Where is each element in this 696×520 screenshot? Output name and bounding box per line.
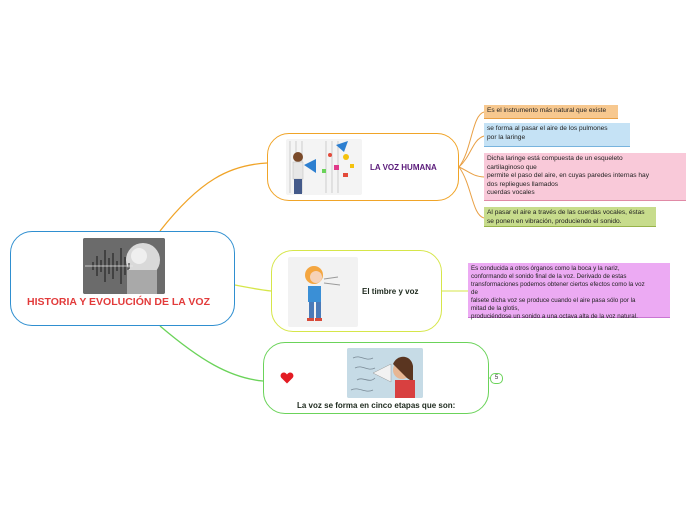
- note-laringe[interactable]: Dicha laringe está compuesta de un esque…: [484, 153, 686, 201]
- link-b1-n3: [458, 166, 485, 178]
- branch-el-timbre-y-voz[interactable]: El timbre y voz: [271, 250, 442, 332]
- branch-cinco-etapas[interactable]: La voz se forma en cinco etapas que son:: [263, 342, 489, 414]
- link-b1-n4: [458, 166, 485, 219]
- link-root-b2: [234, 284, 272, 292]
- note-se-forma[interactable]: se forma al pasar el aire de los pulmone…: [484, 123, 630, 147]
- branch-label: LA VOZ HUMANA: [370, 163, 437, 172]
- branch-label: La voz se forma en cinco etapas que son:: [297, 401, 456, 410]
- collapsed-count-badge[interactable]: 5: [490, 373, 503, 384]
- branch-la-voz-humana[interactable]: LA VOZ HUMANA: [267, 133, 459, 201]
- note-instrumento[interactable]: Es el instrumento más natural que existe: [484, 105, 618, 119]
- note-vibracion[interactable]: Al pasar el aire a través de las cuerdas…: [484, 207, 656, 227]
- girl-shouting-illustration: [288, 257, 358, 327]
- woman-megaphone-illustration: [286, 139, 362, 195]
- root-title: HISTORIA Y EVOLUCIÓN DE LA VOZ: [27, 296, 210, 308]
- link-root-b1: [159, 162, 268, 232]
- branch-label: El timbre y voz: [362, 287, 419, 296]
- audio-waveform-photo: [83, 238, 165, 294]
- link-b1-n1: [458, 111, 485, 168]
- note-timbre[interactable]: Es conducida a otros órganos como la boc…: [468, 263, 670, 320]
- link-b1-n2: [458, 135, 485, 168]
- link-root-b3: [159, 325, 264, 382]
- heart-icon: [280, 372, 294, 384]
- root-topic[interactable]: HISTORIA Y EVOLUCIÓN DE LA VOZ: [10, 231, 235, 326]
- woman-megaphone-photo: [347, 348, 423, 398]
